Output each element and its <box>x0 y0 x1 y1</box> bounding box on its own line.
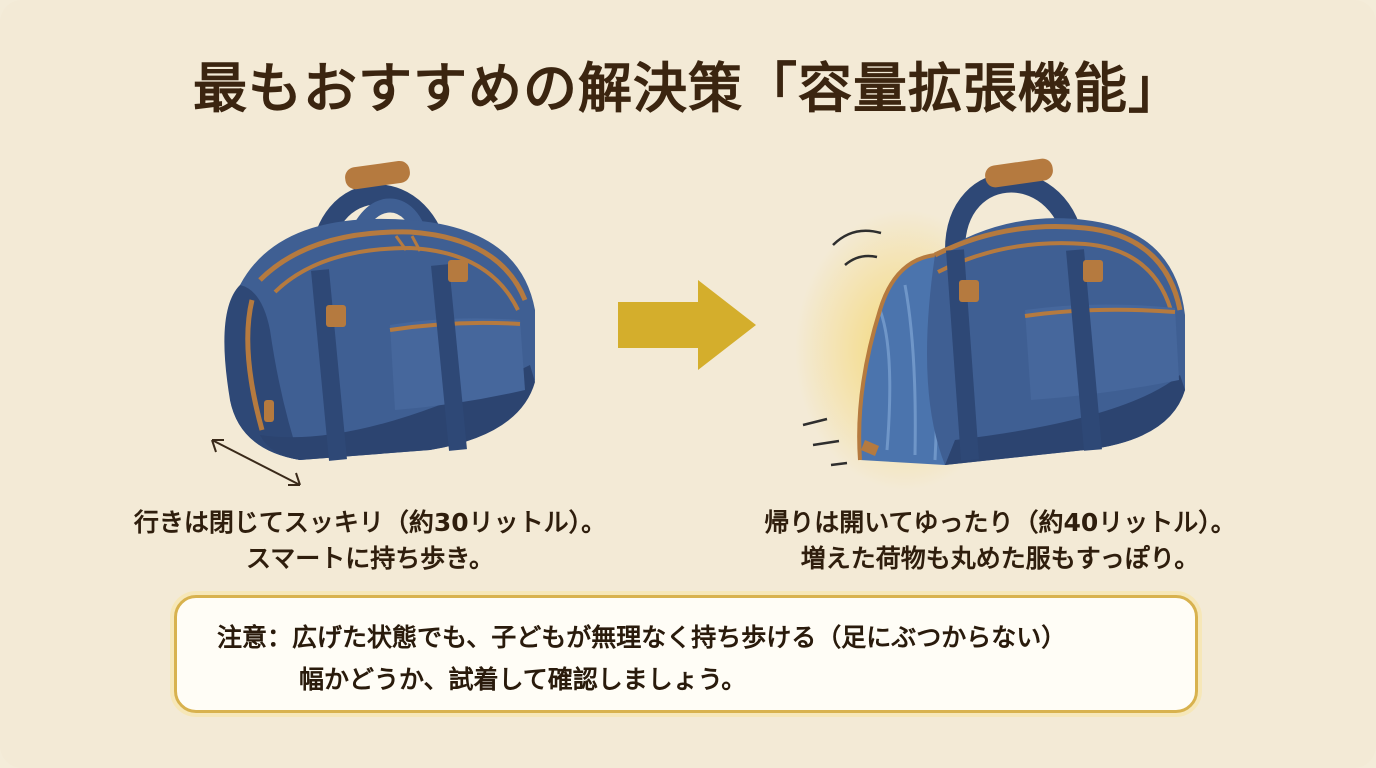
caution-note-line2: 幅かどうか、試着して確認しましょう。 <box>299 665 747 694</box>
caution-note-box: 注意：広げた状態でも、子どもが無理なく持ち歩ける（足にぶつからない） 幅かどうか… <box>174 595 1198 713</box>
page-title: 最もおすすめの解決策「容量拡張機能」 <box>193 44 1183 129</box>
expanded-caption-line2: 増えた荷物も丸めた服もすっぽり。 <box>800 544 1200 573</box>
double-arrow-icon <box>211 439 301 486</box>
closed-caption-line2: スマートに持ち歩き。 <box>245 544 494 573</box>
title-highlight: 「容量拡張機能」 <box>743 44 1183 129</box>
right-arrow-icon <box>618 280 756 370</box>
expanded-bag-caption: 帰りは開いてゆったり（約40リットル）。 増えた荷物も丸めた服もすっぽり。 <box>700 505 1300 577</box>
expanded-bag-illustration <box>795 158 1185 490</box>
title-main: 最もおすすめの解決策 <box>193 57 743 120</box>
caution-note-line1: 注意：広げた状態でも、子どもが無理なく持ち歩ける（足にぶつからない） <box>217 623 1067 652</box>
closed-caption-line1: 行きは閉じてスッキリ（約30リットル）。 <box>133 508 607 537</box>
closed-bag-caption: 行きは閉じてスッキリ（約30リットル）。 スマートに持ち歩き。 <box>90 505 650 577</box>
closed-bag-illustration <box>211 160 535 486</box>
title-area: 最もおすすめの解決策「容量拡張機能」 <box>0 44 1376 129</box>
expanded-caption-line1: 帰りは開いてゆったり（約40リットル）。 <box>764 508 1236 537</box>
